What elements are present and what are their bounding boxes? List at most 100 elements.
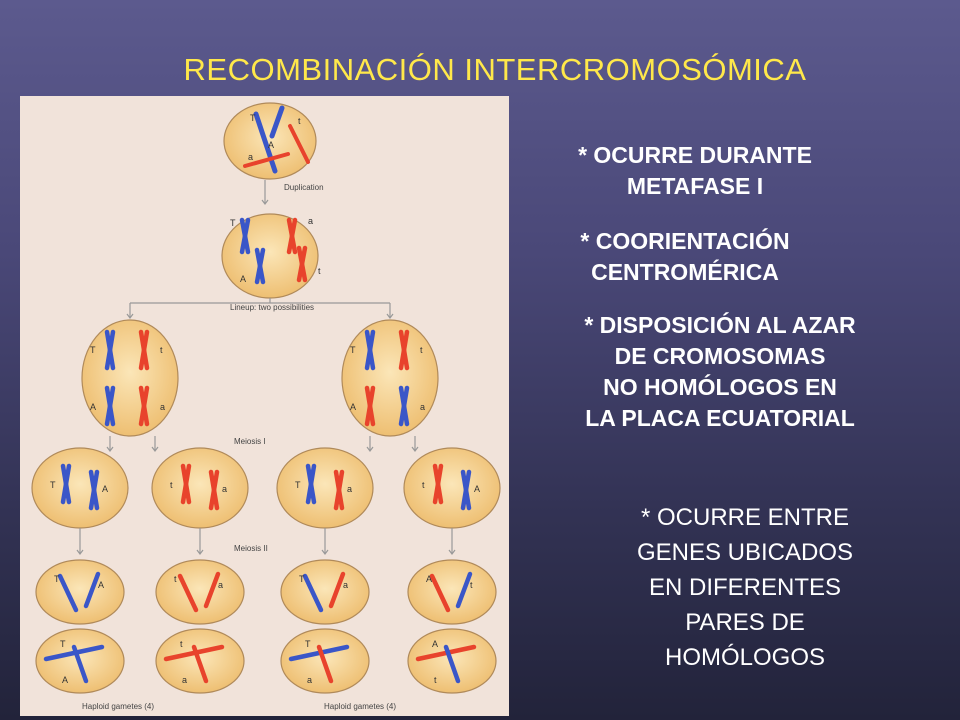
chromosome — [88, 469, 100, 511]
arrow-head — [411, 446, 419, 452]
bullet-4-line-3: EN DIFERENTES — [648, 574, 842, 601]
allele-label: T — [90, 345, 96, 355]
allele-label: t — [422, 480, 425, 490]
gamete-top-4 — [407, 559, 497, 625]
allele-label: t — [420, 345, 423, 355]
arrow-head — [321, 549, 329, 555]
chromosome — [455, 571, 473, 609]
bullet-3-line-3: NO HOMÓLOGOS EN — [603, 374, 837, 400]
bullet-4-line-2: GENES UBICADOS — [636, 539, 854, 566]
chromosome — [57, 573, 79, 613]
chromosome — [316, 644, 334, 684]
allele-label: A — [350, 402, 356, 412]
arrow-head — [106, 446, 114, 452]
arrow-head — [151, 446, 159, 452]
chromosome — [432, 463, 444, 505]
bullet-3-line-1: * DISPOSICIÓN AL AZAR — [584, 312, 856, 338]
allele-label: A — [90, 402, 96, 412]
bullet-2-line-2: CENTROMÉRICA — [591, 259, 779, 285]
bullet-1-line-2: METAFASE I — [626, 173, 764, 199]
chromosome — [71, 644, 89, 684]
cell-initial — [223, 102, 317, 180]
chromosome — [191, 644, 209, 684]
cell-metaphase-right — [341, 319, 439, 437]
bullet-1-line-1: * OCURRE DURANTE — [578, 142, 812, 168]
chromosome — [253, 111, 278, 174]
haploid-gametes-left-label: Haploid gametes (4) — [82, 702, 154, 711]
gamete-top-3 — [280, 559, 370, 625]
chromosome — [305, 463, 317, 505]
chromosome — [288, 124, 310, 164]
chromosome — [254, 247, 266, 285]
allele-label: t — [170, 480, 173, 490]
chromosome — [180, 463, 192, 505]
bullet-4-line-1: * OCURRE ENTRE — [640, 504, 850, 531]
arrow-head — [386, 313, 394, 319]
arrow-head — [366, 446, 374, 452]
chromosome — [243, 152, 290, 168]
allele-label: T — [230, 218, 236, 228]
allele-label: t — [470, 580, 473, 590]
chromosome — [239, 217, 251, 255]
allele-label: A — [240, 274, 246, 284]
allele-label: T — [299, 574, 305, 584]
duplication-label: Duplication — [284, 183, 324, 192]
allele-label: a — [218, 580, 223, 590]
allele-label: t — [434, 675, 437, 685]
allele-label: a — [420, 402, 425, 412]
cell-meiosis1-2 — [151, 447, 249, 529]
chromosome — [443, 644, 461, 684]
allele-label: t — [160, 345, 163, 355]
chromosome — [269, 105, 285, 139]
allele-label: T — [60, 639, 66, 649]
chromosome — [364, 385, 376, 427]
allele-label: a — [182, 675, 187, 685]
bullet-3-line-4: LA PLACA ECUATORIAL — [585, 405, 855, 431]
chromosome — [60, 463, 72, 505]
bullet-3-line-2: DE CROMOSOMAS — [614, 343, 826, 369]
allele-label: a — [343, 580, 348, 590]
chromosome — [398, 329, 410, 371]
allele-label: t — [318, 266, 321, 276]
arrow-head — [448, 549, 456, 555]
allele-label: A — [426, 574, 432, 584]
chromosome — [286, 217, 298, 255]
chromosome — [203, 571, 221, 609]
bullet-2-line-1: * COORIENTACIÓN — [580, 228, 790, 254]
chromosome — [138, 329, 150, 371]
chromosome — [429, 573, 451, 613]
slide-title: RECOMBINACIÓN INTERCROMOSÓMICA — [183, 52, 807, 87]
bullet-coorientacion: * COORIENTACIÓN CENTROMÉRICA — [520, 226, 850, 288]
chromosome — [83, 571, 101, 609]
arrow-head — [126, 313, 134, 319]
arrow-head — [76, 549, 84, 555]
allele-label: a — [248, 152, 253, 162]
allele-label: a — [308, 216, 313, 226]
bullet-4-line-4: PARES DE — [685, 609, 805, 636]
allele-label: A — [474, 484, 480, 494]
bullet-genes: * OCURRE ENTRE GENES UBICADOS EN DIFEREN… — [570, 500, 920, 675]
bullet-metafase: * OCURRE DURANTE METAFASE I — [520, 140, 870, 202]
chromosome — [398, 385, 410, 427]
allele-label: A — [102, 484, 108, 494]
chromosome — [177, 573, 199, 613]
chromosome — [138, 385, 150, 427]
gamete-top-1 — [35, 559, 125, 625]
allele-label: a — [160, 402, 165, 412]
meiosis2-label: Meiosis II — [234, 544, 268, 553]
chromosome — [328, 571, 346, 609]
allele-label: A — [432, 639, 438, 649]
haploid-gametes-right-label: Haploid gametes (4) — [324, 702, 396, 711]
cell-meiosis1-4 — [403, 447, 501, 529]
gamete-top-2 — [155, 559, 245, 625]
allele-label: t — [298, 116, 301, 126]
allele-label: A — [62, 675, 68, 685]
bullet-4-line-5: HOMÓLOGOS — [664, 644, 826, 671]
arrow-head — [196, 549, 204, 555]
bullet-disposicion: * DISPOSICIÓN AL AZAR DE CROMOSOMAS NO H… — [520, 310, 920, 434]
chromosome — [104, 329, 116, 371]
allele-label: A — [268, 140, 274, 150]
cell-meiosis1-1 — [31, 447, 129, 529]
chromosome — [104, 385, 116, 427]
